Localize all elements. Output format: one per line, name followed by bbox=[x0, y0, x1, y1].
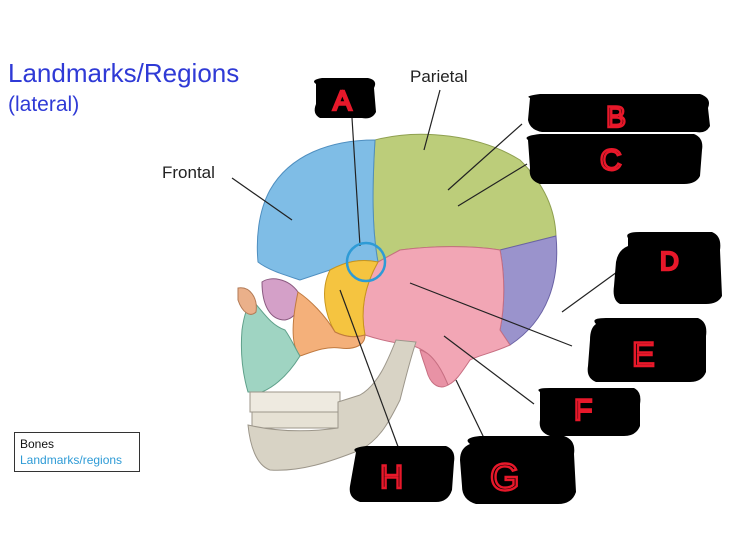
label-letter-b: B bbox=[606, 101, 626, 134]
leader-lines bbox=[231, 89, 618, 453]
leader-F bbox=[443, 335, 535, 405]
legend-box: Bones Landmarks/regions bbox=[14, 432, 140, 472]
label-frontal: Frontal bbox=[162, 163, 215, 182]
label-letter-c: C bbox=[600, 144, 622, 177]
lower-teeth bbox=[251, 411, 339, 429]
hidden-label-G: G bbox=[460, 436, 576, 504]
hidden-label-B: B bbox=[528, 94, 710, 135]
hidden-label-H: H bbox=[349, 446, 455, 502]
maxilla-bone bbox=[240, 299, 301, 393]
leader-E bbox=[409, 282, 573, 347]
skull-illustration bbox=[237, 133, 558, 471]
page-subtitle: (lateral) bbox=[8, 93, 80, 116]
legend-landmarks: Landmarks/regions bbox=[20, 453, 123, 467]
temporal-bone bbox=[362, 246, 511, 386]
frontal-bone bbox=[256, 139, 379, 281]
label-parietal: Parietal bbox=[410, 67, 468, 86]
label-letter-a: A bbox=[333, 85, 352, 116]
label-letter-d: D bbox=[660, 246, 679, 276]
landmark-circle bbox=[345, 241, 387, 283]
legend-bones: Bones bbox=[20, 437, 55, 451]
hidden-label-D: D bbox=[613, 232, 722, 304]
hidden-label-F: F bbox=[538, 388, 641, 436]
upper-teeth bbox=[249, 391, 341, 413]
leader-H bbox=[339, 289, 401, 453]
hidden-label-E: E bbox=[587, 318, 707, 382]
hidden-label-A: A bbox=[314, 78, 376, 119]
label-letter-h: H bbox=[380, 459, 403, 495]
nasal-aperture bbox=[237, 287, 257, 315]
leader-G bbox=[455, 379, 485, 439]
page-title: Landmarks/Regions bbox=[8, 58, 240, 88]
mastoid-process bbox=[419, 349, 449, 388]
leader-frontal bbox=[231, 177, 293, 221]
label-letter-f: F bbox=[574, 394, 592, 427]
label-letter-e: E bbox=[632, 336, 655, 374]
hidden-label-C: C bbox=[526, 134, 703, 184]
leader-B bbox=[447, 123, 523, 191]
leader-A bbox=[351, 117, 361, 247]
label-letter-g: G bbox=[490, 457, 520, 499]
leader-D bbox=[561, 271, 618, 313]
leader-parietal bbox=[423, 89, 441, 151]
mandible-bone bbox=[247, 339, 417, 471]
leader-C bbox=[457, 163, 528, 207]
